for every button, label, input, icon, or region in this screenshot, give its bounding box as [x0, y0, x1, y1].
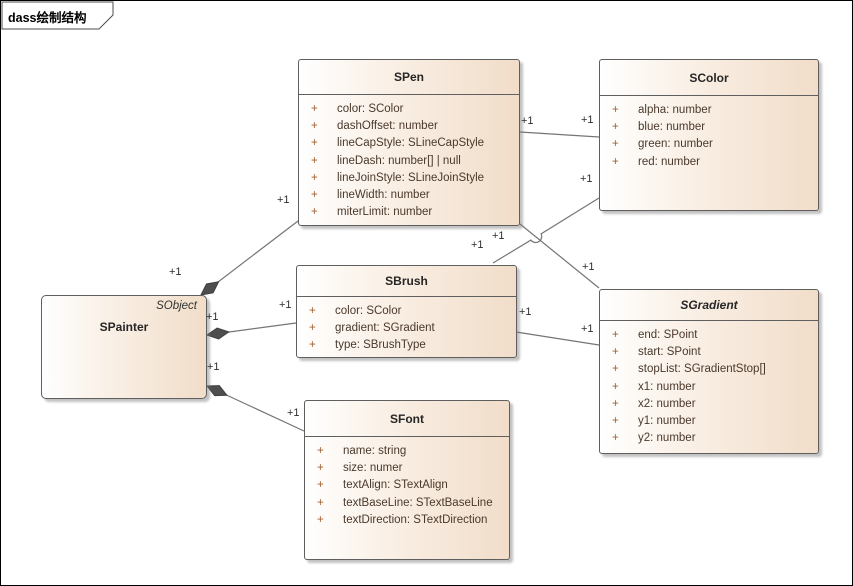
visibility-symbol: +: [612, 328, 619, 341]
visibility-symbol: +: [612, 103, 619, 116]
visibility-symbol: +: [309, 339, 316, 352]
multiplicity-label: +1: [580, 173, 593, 185]
visibility-symbol: +: [311, 189, 318, 202]
attribute-row: +color: SColor: [297, 302, 516, 319]
class-title: SPainter: [99, 320, 149, 334]
attribute-row: +textAlign: STextAlign: [305, 477, 509, 494]
connector-spen-scolor[interactable]: [519, 131, 600, 138]
attribute-row: +alpha: number: [600, 101, 818, 118]
multiplicity-label: +1: [206, 311, 219, 323]
class-title: SBrush: [297, 266, 516, 297]
visibility-symbol: +: [317, 513, 324, 526]
attribute-row: +dashOffset: number: [299, 117, 519, 134]
stereotype-label: SObject: [156, 300, 197, 312]
attribute-row: +textBaseLine: STextBaseLine: [305, 494, 509, 511]
attribute-row: +y1: number: [600, 412, 818, 429]
connector-sbrush-scolor[interactable]: [492, 197, 600, 264]
visibility-symbol: +: [317, 496, 324, 509]
visibility-symbol: +: [311, 154, 318, 167]
attribute-row: +type: SBrushType: [297, 337, 516, 354]
visibility-symbol: +: [317, 461, 324, 474]
attribute-row: +x2: number: [600, 395, 818, 412]
class-spen[interactable]: SPen +color: SColor +dashOffset: number …: [298, 59, 520, 226]
attribute-compartment: +color: SColor +dashOffset: number +line…: [299, 95, 519, 221]
attribute-row: +end: SPoint: [600, 326, 818, 343]
multiplicity-label: +1: [581, 114, 594, 126]
connector-spen-sgradient[interactable]: [519, 223, 600, 289]
attribute-row: +lineDash: number[] | null: [299, 152, 519, 169]
attribute-row: +stopList: SGradientStop[]: [600, 361, 818, 378]
attribute-compartment: +name: string +size: numer +textAlign: S…: [305, 437, 509, 528]
attribute-compartment: +alpha: number +blue: number +green: num…: [600, 96, 818, 170]
composition-diamond-sfont: [205, 385, 228, 397]
attribute-row: +start: SPoint: [600, 343, 818, 360]
class-sbrush[interactable]: SBrush +color: SColor +gradient: SGradie…: [296, 265, 517, 358]
visibility-symbol: +: [612, 120, 619, 133]
attribute-row: +red: number: [600, 153, 818, 170]
multiplicity-label: +1: [279, 299, 292, 311]
multiplicity-label: +1: [582, 261, 595, 273]
attribute-row: +lineJoinStyle: SLineJoinStyle: [299, 169, 519, 186]
attribute-row: +lineCapStyle: SLineCapStyle: [299, 135, 519, 152]
visibility-symbol: +: [311, 102, 318, 115]
visibility-symbol: +: [311, 137, 318, 150]
composition-diamond-spen: [200, 281, 220, 296]
visibility-symbol: +: [311, 171, 318, 184]
visibility-symbol: +: [612, 432, 619, 445]
multiplicity-label: +1: [169, 266, 182, 278]
multiplicity-label: +1: [287, 407, 300, 419]
multiplicity-label: +1: [207, 361, 220, 373]
multiplicity-label: +1: [492, 230, 505, 242]
multiplicity-label: +1: [521, 115, 534, 127]
class-title: SPen: [299, 60, 519, 95]
attribute-row: +x1: number: [600, 378, 818, 395]
visibility-symbol: +: [317, 444, 324, 457]
diagram-title: dass绘制结构: [8, 11, 87, 25]
visibility-symbol: +: [309, 321, 316, 334]
attribute-row: +green: number: [600, 136, 818, 153]
class-title: SFont: [305, 401, 509, 437]
attribute-row: +miterLimit: number: [299, 204, 519, 221]
visibility-symbol: +: [612, 380, 619, 393]
class-title: SGradient: [600, 290, 818, 321]
multiplicity-label: +1: [471, 239, 484, 251]
attribute-row: +blue: number: [600, 118, 818, 135]
attribute-row: +textDirection: STextDirection: [305, 511, 509, 528]
visibility-symbol: +: [612, 397, 619, 410]
attribute-row: +lineWidth: number: [299, 186, 519, 203]
attribute-row: +name: string: [305, 442, 509, 459]
visibility-symbol: +: [317, 479, 324, 492]
visibility-symbol: +: [311, 119, 318, 132]
attribute-row: +y2: number: [600, 430, 818, 447]
visibility-symbol: +: [612, 345, 619, 358]
class-title: SColor: [600, 60, 818, 96]
attribute-row: +gradient: SGradient: [297, 319, 516, 336]
visibility-symbol: +: [309, 304, 316, 317]
multiplicity-label: +1: [519, 306, 532, 318]
visibility-symbol: +: [612, 155, 619, 168]
attribute-compartment: +end: SPoint +start: SPoint +stopList: S…: [600, 321, 818, 447]
visibility-symbol: +: [612, 415, 619, 428]
visibility-symbol: +: [612, 363, 619, 376]
multiplicity-label: +1: [277, 194, 290, 206]
attribute-row: +size: numer: [305, 459, 509, 476]
class-spainter[interactable]: SObject SPainter: [41, 295, 207, 399]
class-sgradient[interactable]: SGradient +end: SPoint +start: SPoint +s…: [599, 289, 819, 454]
visibility-symbol: +: [612, 138, 619, 151]
attribute-row: +color: SColor: [299, 100, 519, 117]
class-scolor[interactable]: SColor +alpha: number +blue: number +gre…: [599, 59, 819, 211]
attribute-compartment: +color: SColor +gradient: SGradient +typ…: [297, 297, 516, 354]
visibility-symbol: +: [311, 206, 318, 219]
composition-diamond-sbrush: [205, 327, 230, 340]
diagram-frame-tab: [1, 1, 114, 30]
class-sfont[interactable]: SFont +name: string +size: numer +textAl…: [304, 400, 510, 560]
connector-sbrush-sgradient[interactable]: [515, 331, 600, 346]
multiplicity-label: +1: [581, 323, 594, 335]
